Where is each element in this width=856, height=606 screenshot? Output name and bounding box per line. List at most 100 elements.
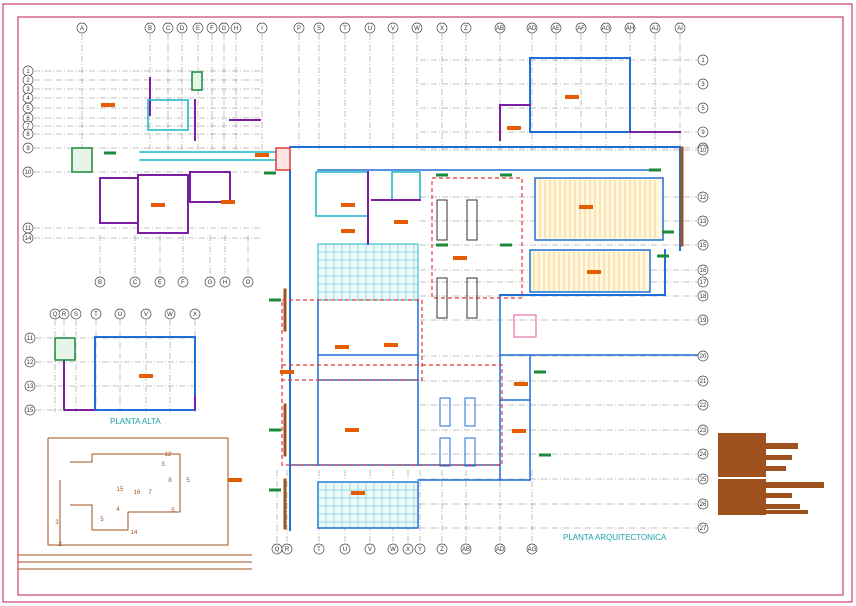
grid-bubble-right-27: 27	[697, 522, 709, 534]
svg-text:AI: AI	[677, 26, 683, 32]
grid-bubble-right-16: 16	[697, 264, 709, 276]
key-plan-number: 5	[100, 517, 104, 523]
grid-bubble-right-10: 10	[697, 144, 709, 156]
svg-text:I: I	[261, 26, 263, 32]
grid-bubble-bottom-V: V	[364, 543, 376, 555]
upper-bubble-top-X: X	[189, 308, 201, 320]
svg-text:B: B	[98, 280, 102, 286]
svg-text:X: X	[406, 547, 410, 553]
svg-text:AE: AE	[552, 26, 560, 32]
grid-bubble-mid-E: E	[154, 276, 166, 288]
sheet-inner-border	[17, 16, 844, 596]
svg-text:10: 10	[700, 148, 707, 154]
court-room-1	[534, 177, 664, 241]
grid-bubble-bottom-Y: Y	[414, 543, 426, 555]
grid-bubble-top-H: H	[230, 22, 242, 34]
grid-bubble-top-E: E	[192, 22, 204, 34]
grid-bubble-right-5: 5	[697, 102, 709, 114]
svg-text:AG: AG	[528, 547, 537, 553]
grid-bubble-top-F: F	[206, 22, 218, 34]
svg-text:Y: Y	[418, 547, 422, 553]
grid-bubble-top-AD: AD	[526, 22, 538, 34]
grid-bubble-bottom-U: U	[339, 543, 351, 555]
svg-text:5: 5	[701, 106, 705, 112]
svg-text:24: 24	[700, 452, 707, 458]
grid-bubble-top-AG: AG	[600, 22, 612, 34]
room-bottom-grid	[317, 481, 419, 529]
grid-bubble-top-AF: AF	[575, 22, 587, 34]
grid-bubble-top-W: W	[411, 22, 423, 34]
svg-text:W: W	[390, 547, 396, 553]
grid-bubble-left-4: 4	[22, 92, 34, 104]
svg-text:10: 10	[25, 170, 32, 176]
svg-text:C: C	[133, 280, 138, 286]
key-plan-number: 3	[161, 462, 165, 468]
main-plan-walls	[71, 57, 701, 531]
grid-bubble-top-B: B	[144, 22, 156, 34]
left-wing-room-b	[137, 174, 189, 234]
grid-bubble-right-19: 19	[697, 314, 709, 326]
grid-bubble-left-14: 14	[22, 232, 34, 244]
key-plan-outline	[47, 437, 229, 546]
grid-bubble-right-12: 12	[697, 191, 709, 203]
svg-text:13: 13	[27, 384, 34, 390]
grid-bubble-right-23: 23	[697, 424, 709, 436]
svg-text:13: 13	[700, 219, 707, 225]
svg-text:V: V	[391, 26, 395, 32]
svg-text:H: H	[223, 280, 227, 286]
svg-text:AB: AB	[496, 26, 504, 32]
key-plan-number: 3	[55, 520, 59, 526]
grid-bubble-mid-G: G	[204, 276, 216, 288]
svg-text:T: T	[317, 547, 321, 553]
svg-text:9: 9	[26, 146, 30, 152]
grid-bubble-bottom-AG: AG	[526, 543, 538, 555]
grid-bubble-bottom-W: W	[387, 543, 399, 555]
svg-text:AB: AB	[462, 547, 470, 553]
svg-text:7: 7	[26, 124, 30, 130]
svg-text:X: X	[440, 26, 444, 32]
upper-bubble-left-15: 15	[24, 404, 36, 416]
grid-bubble-mid-O: O	[242, 276, 254, 288]
svg-text:17: 17	[700, 280, 707, 286]
svg-text:16: 16	[700, 268, 707, 274]
grid-bubble-right-13: 13	[697, 215, 709, 227]
upper-bubble-left-12: 12	[24, 356, 36, 368]
grid-bubble-right-20: 20	[697, 350, 709, 362]
grid-bubble-mid-C: C	[129, 276, 141, 288]
key-plan-number: 12	[165, 452, 172, 458]
svg-text:Z: Z	[464, 26, 468, 32]
svg-text:22: 22	[700, 403, 707, 409]
grid-bubble-top-T: T	[339, 22, 351, 34]
grid-bubble-top-AB: AB	[494, 22, 506, 34]
svg-text:V: V	[368, 547, 372, 553]
grid-bubble-right-3: 3	[697, 78, 709, 90]
legend-blocks	[718, 433, 824, 515]
svg-text:U: U	[368, 26, 372, 32]
svg-text:23: 23	[700, 428, 707, 434]
upper-bubble-top-Q: Q	[49, 308, 61, 320]
grid-bubble-bottom-R: R	[281, 543, 293, 555]
svg-text:W: W	[167, 312, 173, 318]
svg-text:27: 27	[700, 526, 707, 532]
svg-text:C: C	[166, 26, 171, 32]
left-stair	[71, 147, 93, 173]
svg-text:S: S	[74, 312, 78, 318]
grid-bubble-top-A: A	[76, 22, 88, 34]
svg-text:F: F	[181, 280, 185, 286]
grid-bubble-top-D: D	[176, 22, 188, 34]
svg-text:E: E	[196, 26, 200, 32]
svg-text:18: 18	[700, 294, 707, 300]
grid-bubble-left-9: 9	[22, 142, 34, 154]
svg-text:19: 19	[700, 318, 707, 324]
grid-bubble-bottom-Q: Q	[271, 543, 283, 555]
svg-text:11: 11	[25, 226, 32, 232]
svg-text:T: T	[343, 26, 347, 32]
grid-bubble-left-8: 8	[22, 128, 34, 140]
svg-text:U: U	[118, 312, 122, 318]
left-wing-room-c	[189, 171, 231, 203]
grid-bubble-left-1: 1	[22, 65, 34, 77]
upper-plan-room	[94, 336, 196, 411]
grid-bubble-bottom-Z: Z	[436, 543, 448, 555]
svg-text:25: 25	[700, 477, 707, 483]
top-right-room	[529, 57, 631, 133]
